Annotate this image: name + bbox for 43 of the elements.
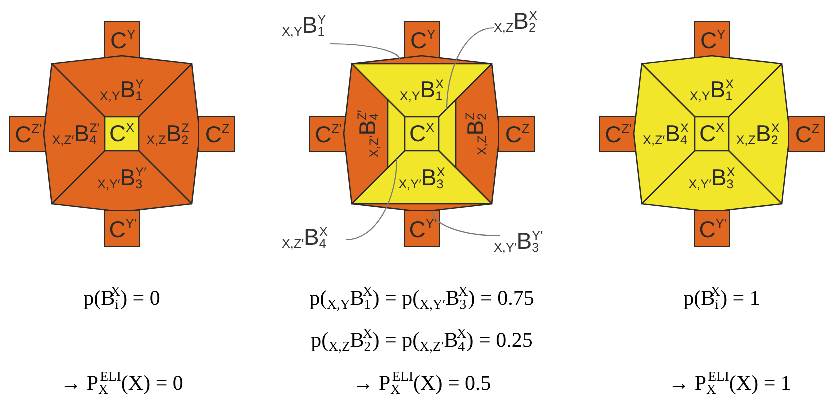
region-label: C$^{X}$ [109, 122, 135, 146]
arm-square [104, 21, 140, 58]
formula-text: p($_{X,Y}$B$_{1}$$^{X}$) = p($_{X,Y′}$B$_{3}$$^{X}$) = 0.75 [310, 288, 534, 309]
arm-square [309, 116, 346, 152]
region-shape [405, 117, 439, 151]
region-label: C$^{X}$ [409, 122, 435, 146]
leader-line [446, 27, 494, 110]
region-label: C$^{Z}$ [205, 124, 230, 146]
formula-text: → P$_{X}$$^{ELI}$(X) = 0.5 [352, 373, 492, 394]
region-shape [695, 117, 729, 151]
region-label: C$^{Y}$ [700, 29, 726, 52]
arm-square [599, 116, 636, 152]
formula-text: → P$_{X}$$^{ELI}$(X) = 0 [60, 373, 184, 394]
region-label: C$^{Z}$ [795, 124, 820, 146]
arm-square [788, 116, 825, 152]
arm-square [404, 21, 440, 58]
region-label: C$^{Z′}$ [15, 124, 42, 146]
region-shape [52, 56, 192, 117]
arm-square [198, 116, 235, 152]
arm-square [694, 210, 730, 247]
arm-square [9, 116, 46, 152]
leader-line [346, 158, 398, 241]
region-label: C$^{Y}$ [110, 29, 136, 52]
region-shape [642, 151, 782, 212]
arm-square [104, 210, 140, 247]
arm-square [694, 21, 730, 58]
region-label: C$^{Z}$ [505, 124, 530, 146]
region-label: C$^{Y′}$ [109, 218, 137, 241]
formula-text: p($_{X,Z}$B$_{2}$$^{X}$) = p($_{X,Z′}$B$_{4}$$^{X}$) = 0.25 [311, 330, 533, 351]
leader-line [431, 210, 500, 237]
arm-square [404, 210, 440, 247]
leader-line [330, 43, 401, 60]
region-label: C$^{X}$ [699, 122, 725, 146]
region-shape [52, 151, 192, 212]
arm-square [498, 116, 535, 152]
formula-text: → P$_{X}$$^{ELI}$(X) = 1 [668, 373, 792, 394]
region-label: C$^{Z′}$ [315, 124, 342, 146]
region-label: C$^{Z′}$ [605, 124, 632, 146]
region-label: C$^{Y′}$ [409, 218, 437, 241]
region-label: C$^{Y}$ [410, 29, 436, 52]
region-label: C$^{Y′}$ [699, 218, 727, 241]
region-shape [642, 56, 782, 117]
region-shape [105, 117, 139, 151]
